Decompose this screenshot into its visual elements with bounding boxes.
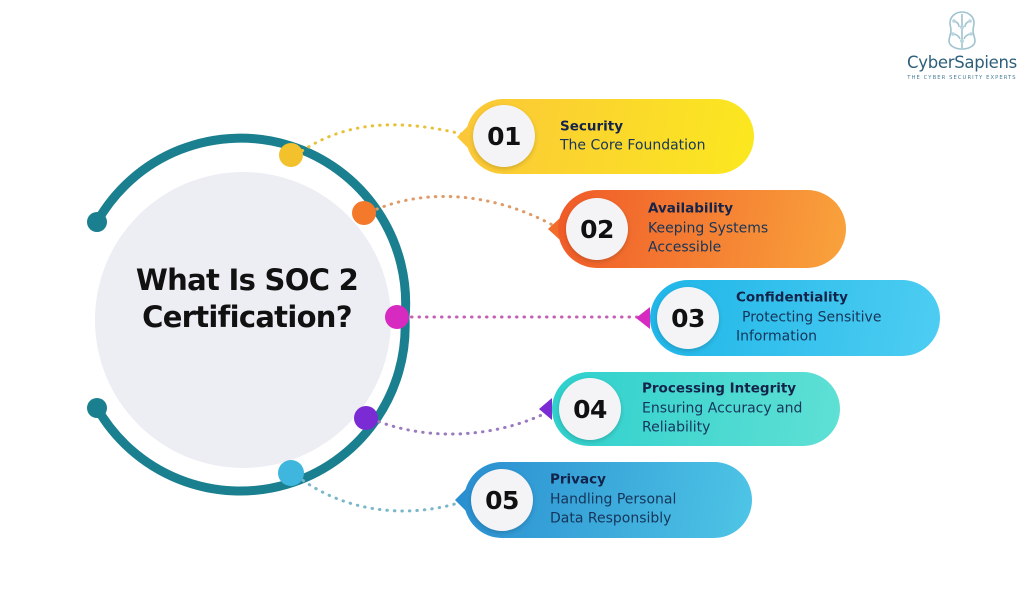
brand-tagline: THE CYBER SECURITY EXPERTS (907, 74, 1017, 81)
card-number-3: 03 (657, 287, 719, 349)
card-number-4: 04 (559, 378, 621, 440)
connector-4 (370, 408, 554, 436)
card-pointer-1 (457, 126, 468, 148)
card-pointer-3 (636, 307, 650, 329)
card-subtitle-4-line2: Reliability (642, 419, 711, 436)
card-pointer-5 (455, 489, 466, 511)
card-title-2: Availability (648, 200, 734, 217)
list-item-2[interactable]: 02 Availability Keeping Systems Accessib… (548, 190, 846, 268)
page-title-line2: Certification? (142, 300, 352, 335)
node-dot-5[interactable] (278, 460, 304, 486)
card-number-2: 02 (566, 198, 628, 260)
page-title-line1: What Is SOC 2 (135, 263, 359, 297)
card-pointer-2 (548, 218, 560, 240)
brand-logo: CyberSapiens THE CYBER SECURITY EXPERTS (900, 8, 1024, 81)
card-title-1: Security (560, 117, 624, 134)
card-subtitle-5-line1: Handling Personal (550, 490, 677, 507)
card-subtitle-2-line1: Keeping Systems (648, 219, 769, 236)
card-title-3: Confidentiality (736, 289, 848, 306)
connector-5 (295, 474, 470, 513)
card-title-4: Processing Integrity (642, 380, 797, 397)
brand-name: CyberSapiens (907, 53, 1017, 72)
card-subtitle-2-line2: Accessible (648, 239, 722, 256)
card-subtitle-5-line2: Data Responsibly (550, 510, 672, 527)
node-dot-1[interactable] (279, 143, 303, 167)
node-dot-2[interactable] (352, 201, 376, 225)
arc-endpoint-top (87, 212, 107, 232)
list-item-3[interactable]: 03 Confidentiality Protecting Sensitive … (636, 280, 940, 356)
card-number-5: 05 (471, 469, 533, 531)
card-subtitle-4-line1: Ensuring Accuracy and (642, 399, 803, 416)
card-text-4: Processing Integrity Ensuring Accuracy a… (642, 379, 802, 438)
card-subtitle-1: The Core Foundation (560, 137, 706, 154)
card-text-3: Confidentiality Protecting Sensitive Inf… (736, 288, 881, 347)
card-pointer-4 (539, 398, 552, 420)
arc-lower (92, 313, 410, 496)
list-item-4[interactable]: 04 Processing Integrity Ensuring Accurac… (539, 372, 840, 446)
card-text-2: Availability Keeping Systems Accessible (648, 199, 768, 258)
card-subtitle-3-line1: Protecting Sensitive (742, 308, 882, 325)
card-title-5: Privacy (550, 471, 606, 488)
card-number-1: 01 (473, 105, 535, 167)
node-dot-4[interactable] (354, 406, 378, 430)
arc-endpoint-bottom (87, 398, 107, 418)
list-item-1[interactable]: 01 Security The Core Foundation (457, 99, 754, 174)
node-dot-3[interactable] (385, 305, 409, 329)
card-text-5: Privacy Handling Personal Data Responsib… (550, 470, 676, 529)
card-subtitle-3-line2: Information (736, 328, 818, 345)
brain-circuit-icon (948, 11, 976, 50)
connector-1 (294, 123, 472, 157)
card-text-1: Security The Core Foundation (560, 117, 706, 156)
connector-2 (368, 194, 560, 230)
list-item-5[interactable]: 05 Privacy Handling Personal Data Respon… (455, 462, 752, 538)
